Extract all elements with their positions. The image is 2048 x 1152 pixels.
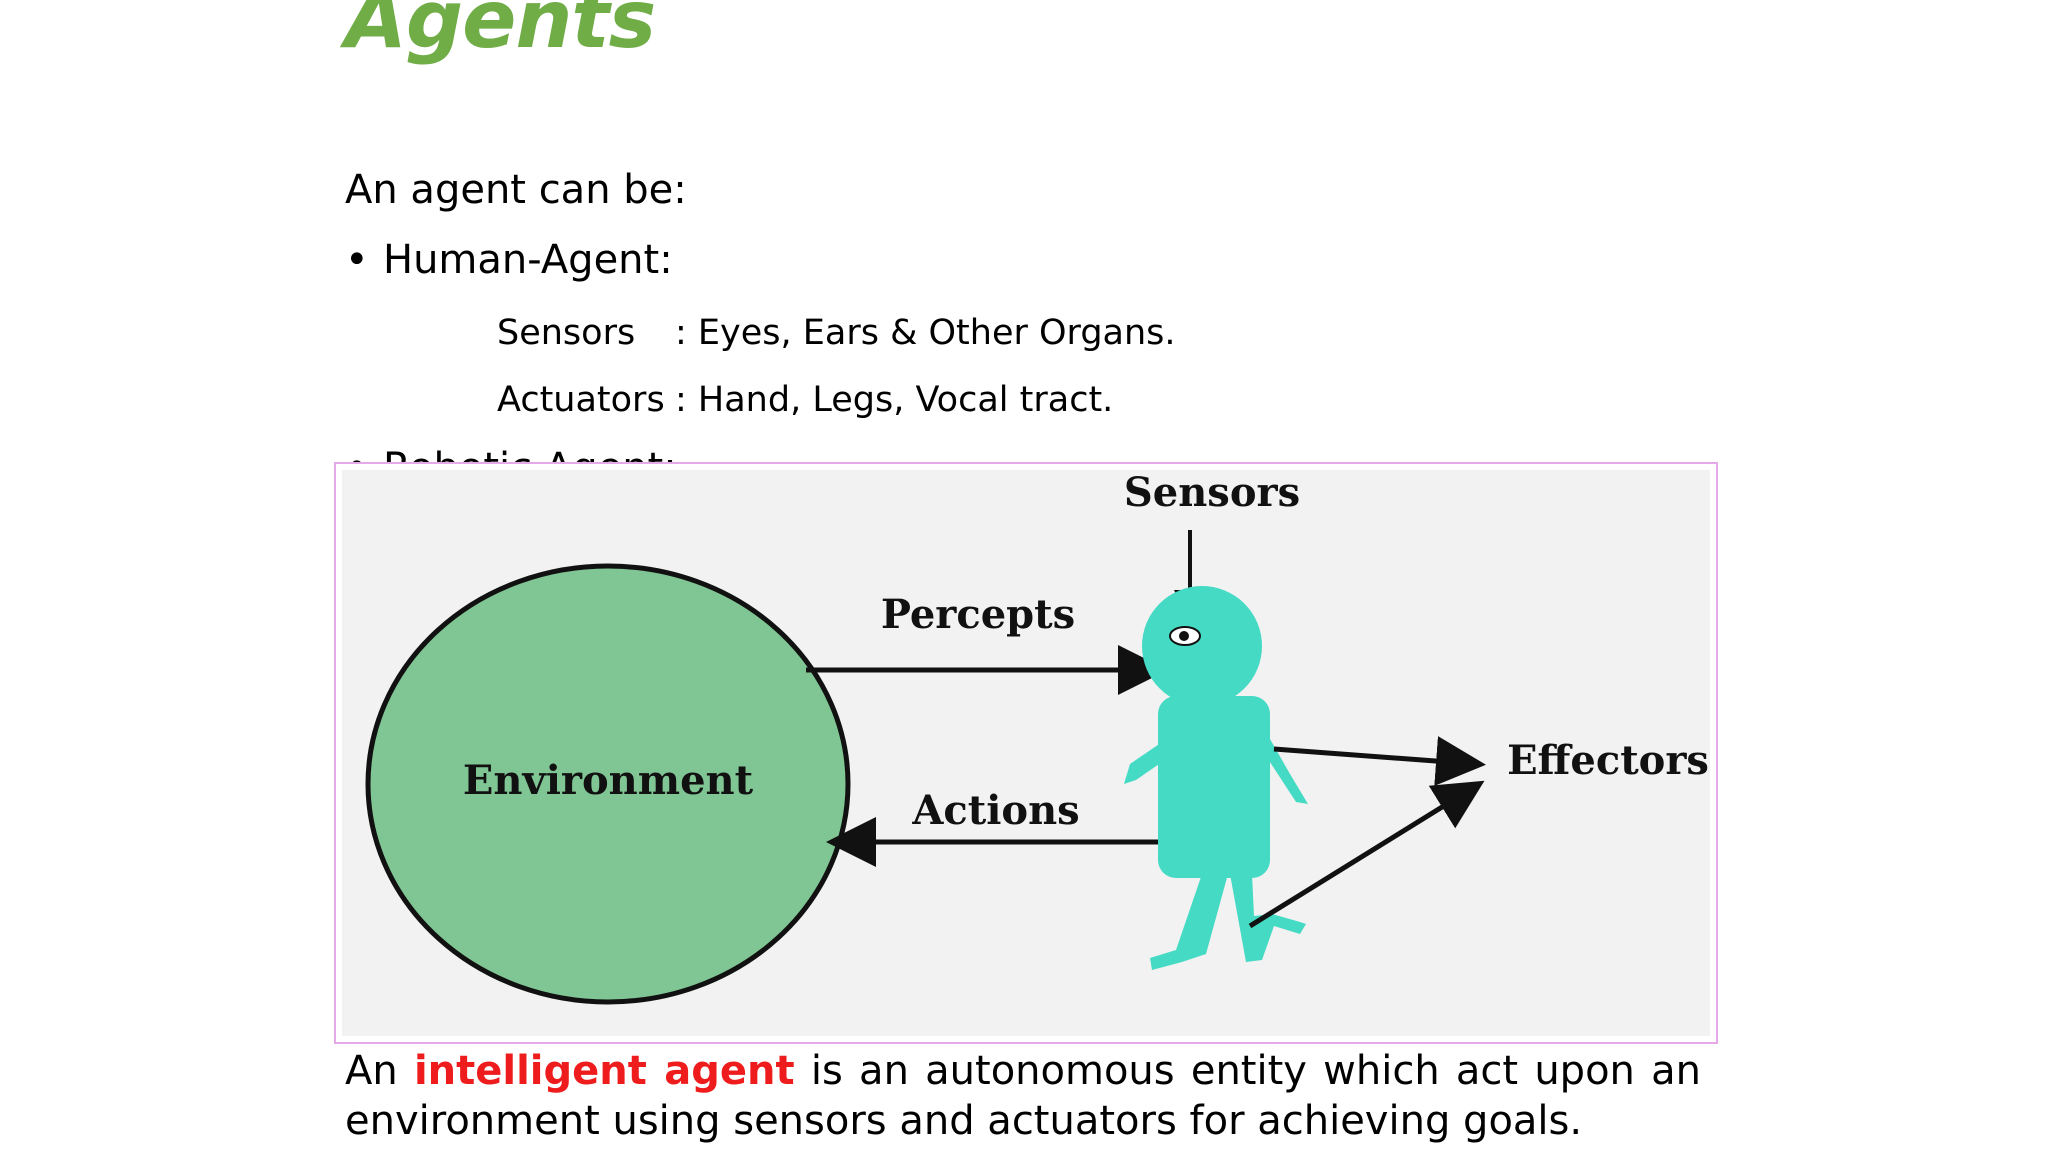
agent-left-leg bbox=[1150, 874, 1228, 970]
bullet-label: Human-Agent: bbox=[383, 237, 673, 283]
definition-highlight: intelligent agent bbox=[413, 1048, 795, 1094]
environment-ellipse bbox=[365, 563, 851, 1005]
agent-pupil bbox=[1179, 631, 1189, 641]
human-actuators-row: Actuators: Hand, Legs, Vocal tract. bbox=[497, 379, 1113, 421]
effectors-arrow-arm bbox=[1273, 736, 1486, 786]
agent-head bbox=[1142, 586, 1262, 706]
actions-label: Actions bbox=[911, 787, 1079, 834]
agent-environment-diagram: Environment Percepts Actions Sensors Eff… bbox=[334, 462, 1718, 1044]
agent-left-arm bbox=[1124, 742, 1162, 784]
percepts-label: Percepts bbox=[881, 591, 1075, 638]
desc-actuators: : Hand, Legs, Vocal tract. bbox=[675, 380, 1114, 420]
human-sensors-row: Sensors : Eyes, Ears & Other Organs. bbox=[497, 312, 1176, 354]
term-actuators: Actuators bbox=[497, 380, 665, 420]
environment-label: Environment bbox=[463, 757, 754, 804]
agent-right-arm bbox=[1266, 732, 1308, 804]
effectors-arrow-leg bbox=[1248, 780, 1485, 929]
desc-sensors: : Eyes, Ears & Other Organs. bbox=[675, 313, 1176, 353]
effectors-label: Effectors bbox=[1507, 737, 1709, 784]
slide-title: Agents bbox=[345, 0, 656, 66]
agent-body bbox=[1158, 696, 1270, 878]
bullet-human-agent: • Human-Agent: bbox=[345, 236, 673, 284]
diagram-canvas: Environment Percepts Actions Sensors Eff… bbox=[342, 469, 1710, 1036]
agent-right-leg bbox=[1230, 874, 1306, 962]
intelligent-agent-definition: An intelligent agent is an autonomous en… bbox=[345, 1046, 1701, 1146]
intro-text: An agent can be: bbox=[345, 167, 687, 213]
bullet-dot: • bbox=[345, 237, 369, 283]
definition-suffix: is an autonomous entity which act upon a… bbox=[345, 1048, 1701, 1144]
sensors-label: Sensors bbox=[1124, 469, 1300, 516]
agent-figure bbox=[1124, 586, 1308, 970]
definition-prefix: An bbox=[345, 1048, 414, 1094]
term-sensors: Sensors bbox=[497, 313, 636, 353]
